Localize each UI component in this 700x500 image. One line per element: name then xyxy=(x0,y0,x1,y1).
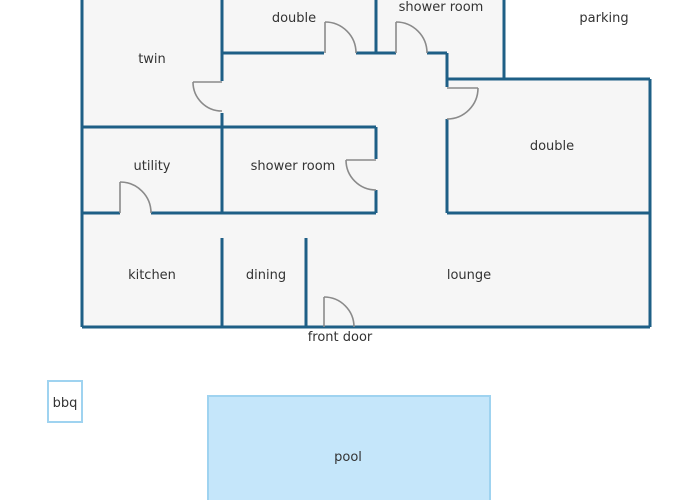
room-labels: twin double shower room parking double u… xyxy=(53,0,629,465)
label-shower-mid: shower room xyxy=(251,159,336,174)
label-lounge: lounge xyxy=(447,268,491,283)
door-shower-top xyxy=(395,21,428,54)
label-dining: dining xyxy=(246,268,286,283)
walls xyxy=(80,0,652,329)
door-shower-mid xyxy=(345,159,377,191)
floor-bottom xyxy=(82,213,650,327)
bbq-box xyxy=(47,380,83,423)
door-double-right xyxy=(446,87,479,120)
label-kitchen: kitchen xyxy=(128,268,176,283)
label-shower-top: shower room xyxy=(399,0,484,15)
door-twin xyxy=(192,81,223,112)
door-double-top xyxy=(324,21,357,54)
door-front xyxy=(323,296,355,328)
label-pool: pool xyxy=(334,450,362,465)
floor-double-right xyxy=(447,79,650,213)
label-parking: parking xyxy=(579,11,628,26)
doors xyxy=(119,21,479,328)
label-front-door: front door xyxy=(308,330,373,345)
label-bbq: bbq xyxy=(53,396,78,411)
door-utility xyxy=(119,181,152,214)
label-utility: utility xyxy=(134,159,171,174)
floor-fills xyxy=(82,0,650,327)
label-double-right: double xyxy=(530,139,574,154)
label-double-top: double xyxy=(272,11,316,26)
label-twin: twin xyxy=(138,52,166,67)
pool-shape xyxy=(207,395,491,500)
